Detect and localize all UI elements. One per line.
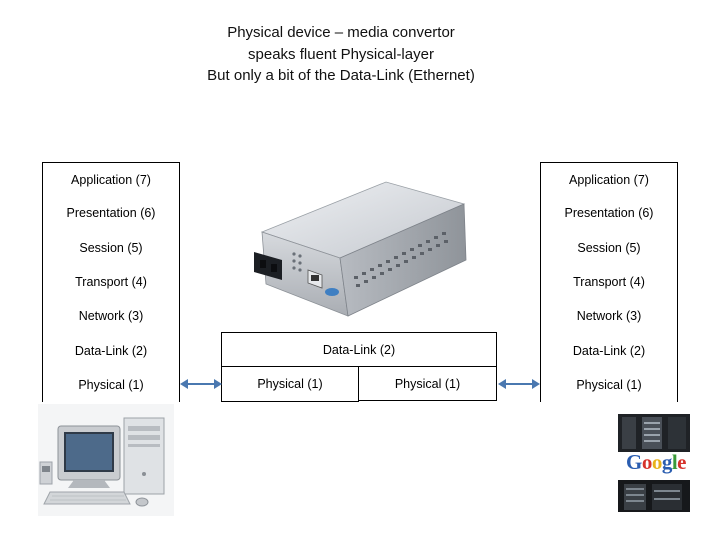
converter-physical-right: Physical (1) [358,366,497,401]
server-rack-icon [618,414,690,512]
right-layer-network: Network (3) [540,299,678,334]
left-layer-network: Network (3) [42,299,180,334]
google-letter: l [671,450,678,474]
google-letter: o [651,450,663,474]
right-osi-stack: Application (7) Presentation (6) Session… [540,162,678,403]
right-layer-presentation: Presentation (6) [540,196,678,231]
title-line-3: But only a bit of the Data-Link (Etherne… [207,67,475,84]
right-layer-application: Application (7) [540,162,678,197]
media-converter-icon [254,181,467,317]
left-layer-transport: Transport (4) [42,264,180,300]
left-layer-application: Application (7) [42,162,180,197]
title-line-2: speaks fluent Physical-layer [248,45,434,63]
right-link-arrow [498,379,540,389]
slide-title: Physical device – media convertor speaks… [0,22,682,87]
google-letter: e [677,450,686,474]
right-layer-physical: Physical (1) [540,367,678,403]
converter-data-link: Data-Link (2) [221,332,497,367]
left-link-arrow [180,379,222,389]
right-layer-session: Session (5) [540,230,678,265]
google-letter: g [661,450,673,474]
converter-physical-left: Physical (1) [221,366,359,402]
title-line-1: Physical device – media convertor [227,24,455,41]
left-layer-data-link: Data-Link (2) [42,333,180,368]
right-layer-transport: Transport (4) [540,264,678,300]
google-logo: Google [622,450,690,475]
google-letter: o [641,450,653,474]
left-layer-presentation: Presentation (6) [42,196,180,231]
left-layer-physical: Physical (1) [42,367,180,403]
google-letter: G [625,450,642,474]
right-layer-data-link: Data-Link (2) [540,333,678,368]
left-osi-stack: Application (7) Presentation (6) Session… [42,162,180,403]
desktop-computer-icon [38,404,174,516]
left-layer-session: Session (5) [42,230,180,265]
